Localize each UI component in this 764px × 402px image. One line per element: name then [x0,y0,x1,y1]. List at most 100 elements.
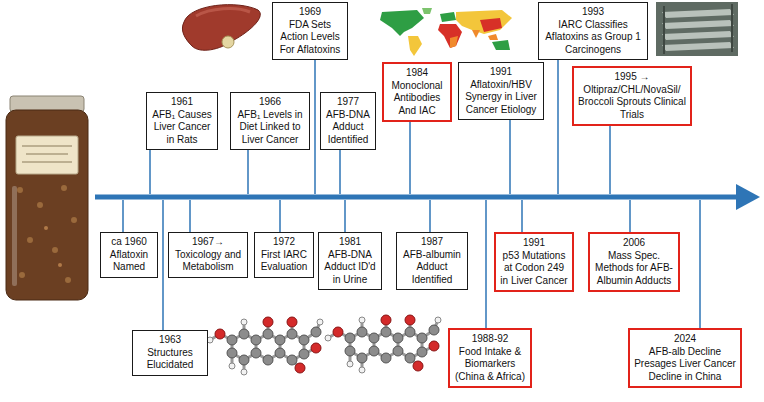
milestone-year: 1972 [258,236,310,249]
aflatoxin-jar-photo-part [16,136,78,174]
world-map-part [488,34,498,40]
timeline-stem [279,200,281,232]
milestone-text: AFB₁ Levels in Diet Linked to Liver Canc… [234,109,306,147]
aflatoxin-jar-photo [6,96,88,300]
world-map-part [456,10,512,34]
timeline-stem [557,60,559,194]
timeline-stem [485,200,487,328]
aflatoxin-jar-photo-part [37,202,43,208]
milestone-year: 1966 [234,96,306,109]
milestone-year: 1984 [387,67,447,80]
timeline-axis-arrow [95,184,760,210]
world-map-part [480,18,502,32]
milestone-text: Monoclonal Antibodies And IAC [387,80,447,118]
milestone-year: 2024 [633,333,737,346]
milestone-box: 1987AFB-albumin Adduct Identified [396,232,468,290]
milestone-year: 1991 [499,237,569,250]
milestone-year: 1991 [462,66,540,79]
storage-rack-photo-part [656,2,738,56]
milestone-box: ca 1960Aflatoxin Named [100,232,158,278]
milestone-text: AFB-alb Decline Presages Liver Cancer De… [633,346,737,384]
aflatoxin-jar-photo-part [61,185,67,191]
aflatoxin-jar-photo-part [17,187,23,193]
highlight-milestone-box: 1988-92Food Intake & Biomarkers (China &… [448,328,532,388]
world-map-part [438,24,462,48]
world-map-part [472,30,480,38]
timeline-stem [344,200,346,232]
timeline-stem [339,150,341,194]
highlight-milestone-box: 1995 →Oltipraz/CHL/NovaSil/ Broccoli Spr… [572,66,692,126]
milestone-year: 1995 → [577,71,687,84]
timeline-stem [609,126,611,194]
milestone-box: 1993IARC Classifies Aflatoxins as Group … [538,2,648,60]
milestone-text: Oltipraz/CHL/NovaSil/ Broccoli Sprouts C… [577,84,687,122]
milestone-box: 1966AFB₁ Levels in Diet Linked to Liver … [230,92,310,150]
timeline-stem [189,200,191,232]
milestone-year: 1987 [400,236,464,249]
storage-rack-photo-part [662,42,734,51]
milestone-text: Aflatoxin/HBV Synergy in Liver Cancer Et… [462,79,540,117]
aflatoxin-jar-photo-part [71,217,77,223]
milestone-year: 2006 [593,237,675,250]
milestone-text: AFB-albumin Adduct Identified [400,249,464,287]
milestone-box: 1972First IARC Evaluation [254,232,314,278]
liver-illustration-part [222,36,234,48]
timeline-stem [247,150,249,194]
milestone-year: 1961 [150,96,214,109]
timeline-stem [429,200,431,232]
storage-rack-photo-part [662,20,734,29]
storage-rack-photo-part [664,4,732,54]
molecule-model [207,317,323,375]
aflatoxin-jar-photo-part [58,263,62,267]
world-map-part [422,8,432,14]
world-map-part [450,36,458,48]
milestone-text: Toxicology and Metabolism [172,249,244,274]
world-map-part [380,10,424,36]
world-map-part [408,36,422,56]
highlight-milestone-box: 1984Monoclonal Antibodies And IAC [382,62,452,122]
milestone-year: ca 1960 [104,236,154,249]
timeline-stem [521,200,523,232]
milestone-year: 1993 [542,6,644,19]
liver-illustration-part [182,5,260,51]
timeline-stem [122,200,124,232]
milestone-text: AFB₁ Causes Liver Cancer in Rats [150,109,214,147]
timeline-axis-arrow-part [95,195,740,200]
aflatoxin-jar-photo-part [65,277,71,283]
liver-illustration [182,5,260,51]
aflatoxin-jar-photo-part [52,247,58,253]
milestone-text: Structures Elucidated [136,347,204,372]
milestone-year: 1967→ [172,236,244,249]
aflatoxin-jar-photo-part [22,146,72,162]
timeline-stem [314,60,316,194]
aflatoxin-jar-photo-part [19,272,25,278]
world-map-part [492,40,510,50]
aflatoxin-jar-photo-part [27,237,33,243]
timeline-axis-arrow-part [736,184,760,210]
timeline-stem [699,200,701,328]
liver-illustration-part [196,9,250,16]
timeline-stem [509,120,511,194]
milestone-box: 1991Aflatoxin/HBV Synergy in Liver Cance… [458,62,544,120]
aflatoxin-jar-photo-part [12,186,17,286]
milestone-box: 1961AFB₁ Causes Liver Cancer in Rats [146,92,218,150]
world-map [380,8,512,56]
storage-rack-photo-part [662,9,734,18]
highlight-milestone-box: 2006Mass Spec. Methods for AFB-Albumin A… [588,232,680,292]
timeline-stem [149,150,151,194]
milestone-text: Mass Spec. Methods for AFB-Albumin Adduc… [593,250,675,288]
highlight-milestone-box: 1991p53 Mutations at Codon 249 in Liver … [494,232,574,292]
milestone-text: Food Intake & Biomarkers (China & Africa… [453,346,527,384]
milestone-text: AFB-DNA Adduct ID'd in Urine [322,249,378,287]
storage-rack-photo-part [662,31,734,40]
world-map-part [440,12,456,22]
milestone-box: 1977AFB-DNA Adduct Identified [320,92,376,150]
milestone-box: 1981AFB-DNA Adduct ID'd in Urine [318,232,382,290]
milestone-text: FDA Sets Action Levels For Aflatoxins [276,19,344,57]
milestone-box: 1967→Toxicology and Metabolism [168,232,248,278]
milestone-year: 1988-92 [453,333,527,346]
milestone-year: 1963 [136,334,204,347]
aflatoxin-jar-photo-part [6,110,88,300]
milestone-box: 1963Structures Elucidated [132,330,208,376]
